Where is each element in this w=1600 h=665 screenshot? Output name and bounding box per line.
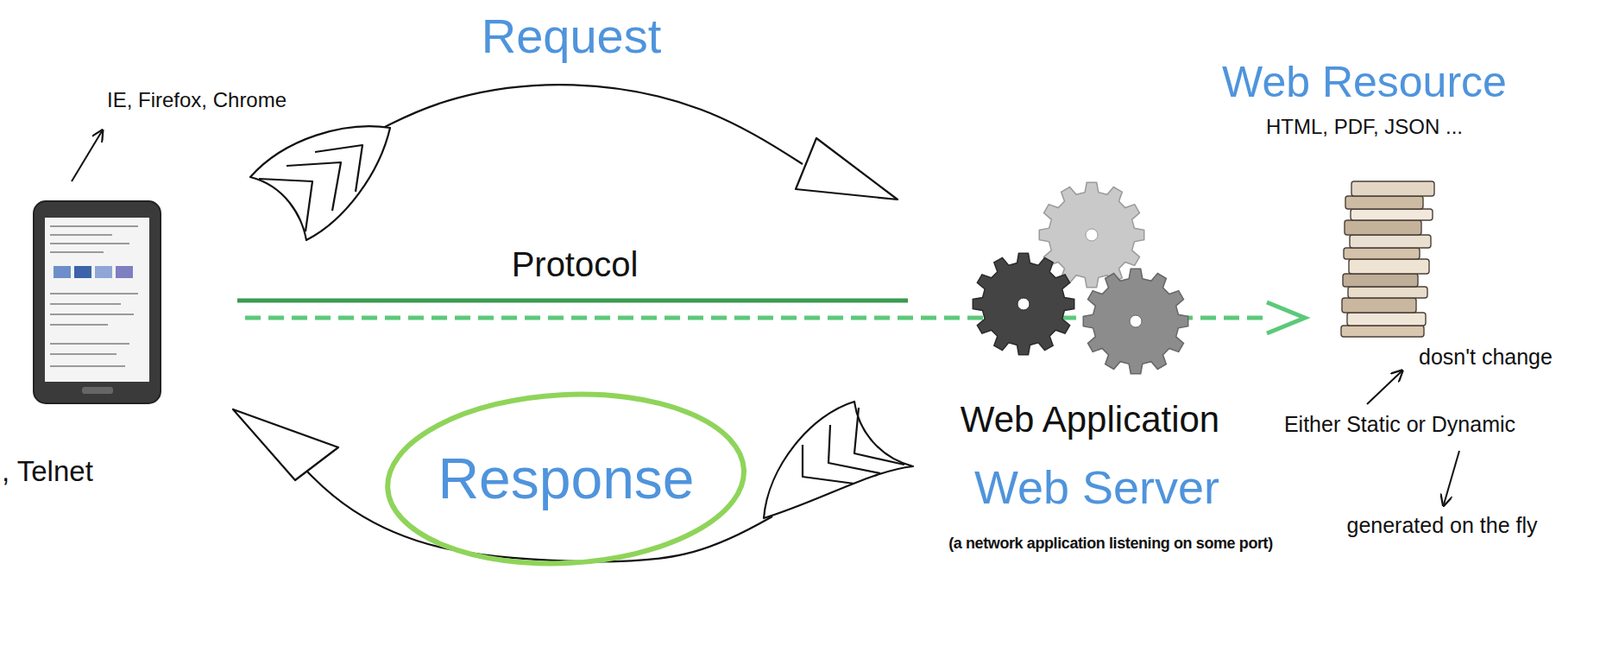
label: Request <box>481 9 662 63</box>
label: Web Server <box>974 461 1220 513</box>
book <box>1345 195 1424 209</box>
tail-feather <box>802 407 905 484</box>
label: dosn't change <box>1418 345 1553 370</box>
label: IE, Firefox, Chrome <box>107 88 287 112</box>
label: (a network application listening on some… <box>948 535 1273 553</box>
pointer-arrow <box>1366 371 1402 404</box>
tablet-buttons <box>81 386 114 394</box>
protocol-line <box>237 298 908 303</box>
label: Web Resource <box>1222 58 1507 107</box>
node-text: Response <box>437 447 694 511</box>
label: Protocol <box>511 245 639 284</box>
book <box>1341 297 1417 313</box>
gear-body <box>972 252 1074 354</box>
book <box>1348 286 1428 298</box>
book <box>1351 181 1435 196</box>
request-arrow-tail <box>250 125 391 240</box>
request-arrow-head <box>795 138 898 200</box>
ellipse-stroke <box>384 384 750 572</box>
gear-hub <box>1085 228 1098 241</box>
request-response-arrows <box>233 84 914 561</box>
dashed-arrow-head <box>1266 302 1305 334</box>
pointer-arrow <box>71 131 102 182</box>
book <box>1344 220 1422 235</box>
label: generated on the fly <box>1347 513 1538 538</box>
screen-tiles <box>53 265 133 278</box>
screen-lines <box>50 226 139 366</box>
book <box>1348 258 1430 274</box>
gear <box>972 252 1074 354</box>
pointer-arrow <box>1443 450 1460 504</box>
gear <box>1039 182 1144 287</box>
book <box>1350 208 1433 221</box>
gears <box>972 182 1188 373</box>
book <box>1342 273 1418 287</box>
response-arrow-tail <box>763 401 914 518</box>
tablet-device <box>33 201 161 404</box>
request-arrow <box>379 84 803 164</box>
label: Web Application <box>960 399 1220 440</box>
gear-hub <box>1129 314 1142 328</box>
tablet-body <box>33 201 161 404</box>
tablet-screen <box>44 217 150 382</box>
highlight-ellipse: Response <box>384 390 748 567</box>
gear-hub <box>1017 297 1030 310</box>
label: , Telnet <box>1 455 94 487</box>
response-arrow-head <box>233 409 339 480</box>
book <box>1349 234 1431 248</box>
gear-body <box>1039 182 1144 287</box>
tail-feather <box>258 144 363 232</box>
book <box>1347 312 1426 326</box>
gear <box>1083 268 1188 373</box>
book-stack <box>1341 181 1435 337</box>
label: Either Static or Dynamic <box>1284 412 1516 437</box>
book <box>1341 325 1424 337</box>
label: HTML, PDF, JSON ... <box>1266 115 1463 139</box>
book <box>1343 247 1420 259</box>
gear-body <box>1083 268 1188 373</box>
